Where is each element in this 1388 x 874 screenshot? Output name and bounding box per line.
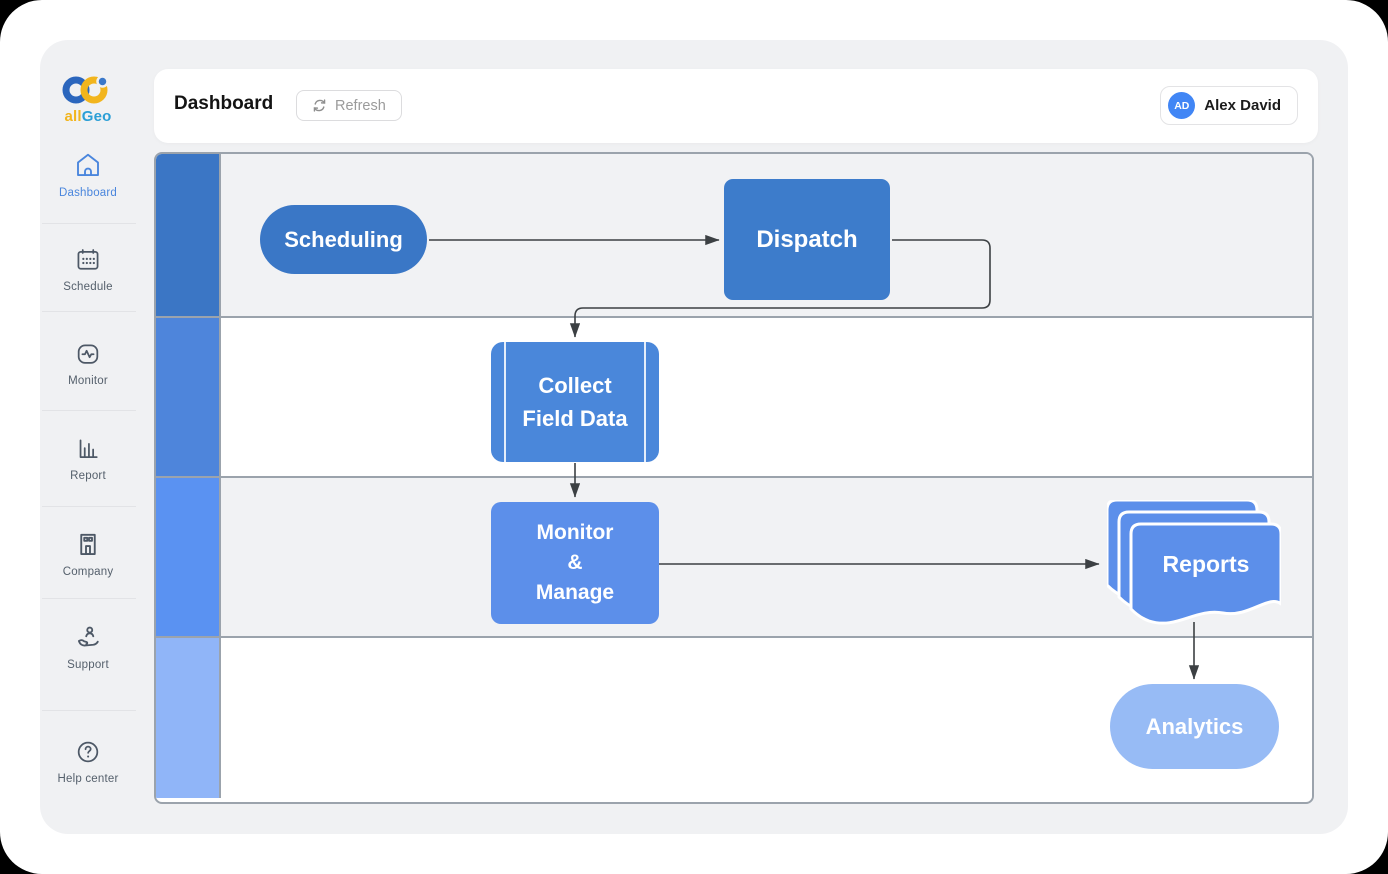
predefined-process-line xyxy=(644,342,646,462)
building-icon xyxy=(80,533,96,555)
bar-chart-icon xyxy=(79,439,98,459)
node-analytics[interactable]: Analytics xyxy=(1110,684,1279,769)
support-hand-icon xyxy=(78,626,99,647)
node-reports[interactable]: Reports xyxy=(1107,500,1281,626)
allgeo-logo: allGeo xyxy=(40,74,136,125)
sidebar-item-dashboard[interactable]: Dashboard xyxy=(40,150,136,199)
swimlane-1-strip xyxy=(156,154,221,316)
predefined-process-line xyxy=(504,342,506,462)
swimlane-2-strip xyxy=(156,318,221,476)
node-scheduling[interactable]: Scheduling xyxy=(260,205,427,274)
sidebar-item-support[interactable]: Support xyxy=(40,622,136,671)
header: Dashboard Refresh AD Alex David xyxy=(154,69,1318,143)
user-menu[interactable]: AD Alex David xyxy=(1160,86,1298,125)
sidebar-divider xyxy=(42,311,136,312)
calendar-icon xyxy=(77,249,99,270)
sidebar-item-monitor[interactable]: Monitor xyxy=(40,340,136,387)
node-dispatch[interactable]: Dispatch xyxy=(724,179,890,300)
sidebar-divider xyxy=(42,506,136,507)
swimlane-3-strip xyxy=(156,478,221,636)
allgeo-logo-text: allGeo xyxy=(64,108,112,125)
sidebar-divider xyxy=(42,710,136,711)
refresh-icon xyxy=(313,99,326,112)
sidebar-divider xyxy=(42,410,136,411)
refresh-label: Refresh xyxy=(335,97,386,114)
node-monitor-manage[interactable]: Monitor & Manage xyxy=(491,502,659,624)
swimlane-2 xyxy=(156,318,1312,478)
user-name: Alex David xyxy=(1204,97,1281,114)
sidebar-item-help-center[interactable]: Help center xyxy=(40,738,136,785)
page-title: Dashboard xyxy=(174,93,274,114)
sidebar-item-company[interactable]: Company xyxy=(40,529,136,578)
swimlane-4-strip xyxy=(156,638,221,798)
allgeo-logo-icon xyxy=(62,75,109,104)
node-collect-field-data[interactable]: Collect Field Data xyxy=(491,342,659,462)
refresh-button[interactable]: Refresh xyxy=(296,90,402,121)
sidebar-divider xyxy=(42,223,136,224)
sidebar-item-report[interactable]: Report xyxy=(40,435,136,482)
sidebar: allGeo Dashboard Schedule xyxy=(40,40,136,834)
avatar: AD xyxy=(1168,92,1196,119)
workflow-diagram: Scheduling Dispatch Collect Field Data M… xyxy=(154,152,1314,804)
home-icon xyxy=(77,153,99,176)
document-sheet-front xyxy=(1129,522,1281,625)
sidebar-item-schedule[interactable]: Schedule xyxy=(40,246,136,293)
pulse-icon xyxy=(77,344,99,364)
sidebar-divider xyxy=(42,598,136,599)
question-icon xyxy=(77,741,99,763)
reports-label: Reports xyxy=(1163,551,1250,577)
